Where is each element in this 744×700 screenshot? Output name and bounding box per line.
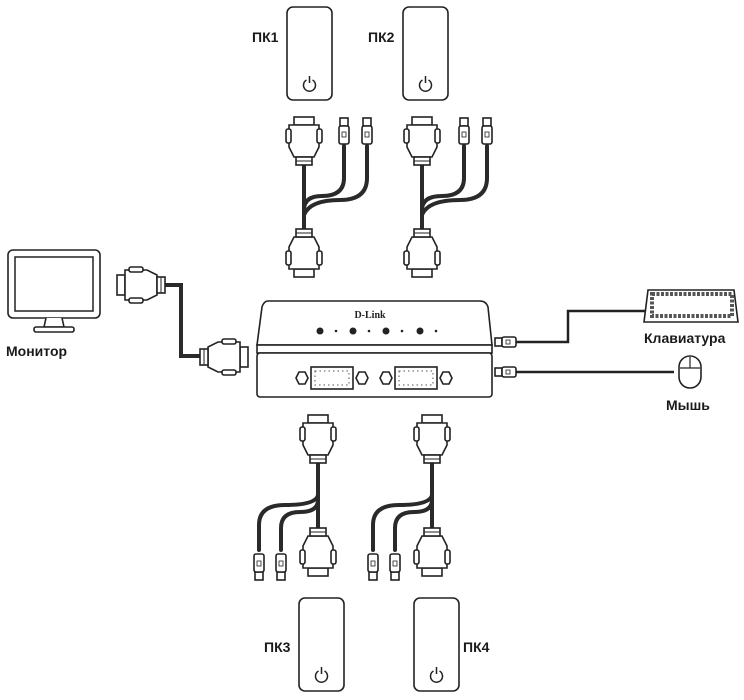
kvm-switch: D-Link (256, 300, 493, 398)
kvm-cable-pc1 (285, 116, 373, 278)
pc2-tower-icon (402, 6, 449, 101)
port-indicator-leds (316, 327, 438, 335)
keyboard-cable (494, 309, 645, 348)
mouse-label: Мышь (666, 397, 710, 413)
ps2-plug-icon (253, 553, 265, 581)
ps2-plug-icon (361, 117, 373, 145)
ps2-plug-icon (338, 117, 350, 145)
ps2-plug-icon (389, 553, 401, 581)
pc1-tower-icon (286, 6, 333, 101)
mouse-icon (678, 355, 702, 389)
vga-port-1 (295, 366, 369, 390)
keyboard-icon (643, 289, 739, 323)
kvm-cable-pc2 (403, 116, 493, 278)
pc3-tower-icon (298, 597, 345, 692)
ps2-plug-icon (275, 553, 287, 581)
usb-plug-icon (494, 336, 517, 348)
monitor-cable (116, 266, 249, 376)
pc1-label: ПК1 (252, 29, 279, 45)
pc4-tower-icon (413, 597, 460, 692)
vga-connector-icon (403, 116, 441, 166)
vga-connector-icon (413, 527, 451, 577)
ps2-plug-icon (481, 117, 493, 145)
vga-connector-icon (285, 116, 323, 166)
pc4-label: ПК4 (463, 639, 490, 655)
usb-plug-icon (494, 366, 517, 378)
vga-port-2 (379, 366, 453, 390)
vga-connector-icon (199, 338, 249, 376)
pc2-label: ПК2 (368, 29, 395, 45)
vga-connector-icon (116, 266, 166, 304)
vga-connector-icon (299, 414, 337, 464)
ps2-plug-icon (367, 553, 379, 581)
vga-connector-icon (299, 527, 337, 577)
pc3-label: ПК3 (264, 639, 291, 655)
dlink-logo: D-Link (354, 310, 386, 321)
ps2-plug-icon (458, 117, 470, 145)
monitor-icon (7, 249, 101, 333)
vga-connector-icon (285, 228, 323, 278)
kvm-cable-pc3 (253, 414, 337, 581)
monitor-label: Монитор (6, 343, 67, 359)
kvm-cable-pc4 (367, 414, 451, 581)
mouse-cable (494, 366, 674, 378)
keyboard-label: Клавиатура (644, 330, 726, 346)
vga-connector-icon (413, 414, 451, 464)
vga-connector-icon (403, 228, 441, 278)
